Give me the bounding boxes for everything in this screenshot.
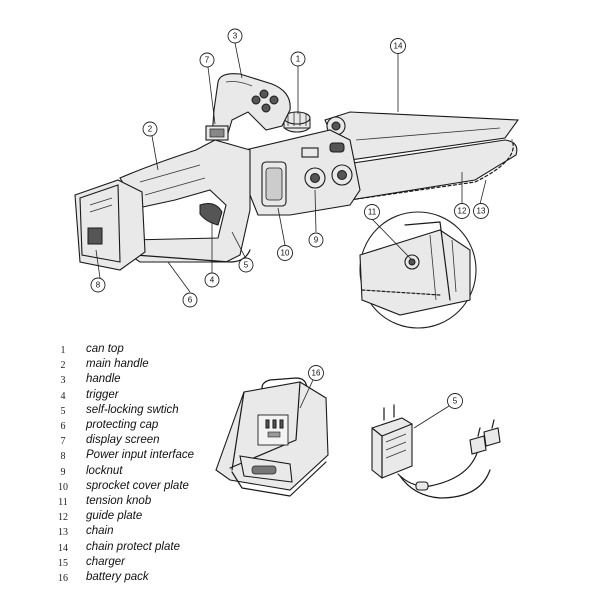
- top-handle: [211, 73, 291, 141]
- legend-label: tension knob: [86, 495, 152, 507]
- legend-number: 8: [60, 451, 66, 463]
- legend-number: 4: [60, 390, 66, 402]
- can-top: [283, 111, 311, 133]
- svg-text:13: 13: [477, 207, 486, 216]
- legend-label: charger: [86, 555, 125, 568]
- svg-text:2: 2: [148, 125, 153, 134]
- callout-3: 3: [227, 28, 243, 44]
- legend-label: trigger: [86, 388, 119, 401]
- legend-number: 11: [58, 497, 68, 508]
- legend-number: 6: [60, 421, 66, 432]
- legend-row: 3 handle: [56, 373, 316, 388]
- legend-label: display screen: [86, 434, 160, 447]
- legend-row: 7 display screen: [56, 434, 316, 449]
- legend-row: 14 chain protect plate: [56, 541, 316, 556]
- legend-label: can top: [86, 343, 124, 355]
- callout-5: 5: [238, 257, 254, 273]
- svg-text:5: 5: [453, 397, 458, 406]
- main-handle: [119, 139, 251, 263]
- legend-row: 11 tension knob: [56, 495, 316, 510]
- svg-text:10: 10: [281, 249, 290, 258]
- svg-text:3: 3: [233, 32, 238, 41]
- leader-lines: [95, 42, 487, 293]
- legend-row: 8 Power input interface: [56, 449, 316, 464]
- legend-row: 4 trigger: [56, 389, 316, 404]
- legend-number: 9: [60, 466, 66, 478]
- legend-number: 16: [58, 573, 68, 584]
- guide-plate: [339, 139, 518, 201]
- legend-number: 5: [60, 405, 66, 417]
- legend-number: 3: [60, 375, 66, 387]
- legend-label: protecting cap: [86, 419, 159, 431]
- svg-text:7: 7: [205, 56, 210, 65]
- legend-number: 15: [58, 557, 68, 569]
- legend-row: 1 can top: [56, 343, 316, 358]
- svg-text:16: 16: [312, 369, 321, 378]
- legend-label: handle: [86, 373, 121, 386]
- legend-number: 7: [60, 436, 66, 448]
- legend-row: 16 battery pack: [56, 571, 316, 586]
- callout-7: 7: [199, 52, 215, 68]
- legend-label: chain protect plate: [86, 540, 180, 553]
- legend-number: 13: [58, 527, 68, 539]
- charger-drawing: [371, 404, 501, 499]
- legend-label: Power input interface: [86, 449, 195, 462]
- svg-text:12: 12: [458, 207, 467, 216]
- legend-row: 10 sprocket cover plate: [56, 480, 316, 495]
- callout-2: 2: [142, 121, 158, 137]
- legend-row: 12 guide plate: [56, 510, 316, 525]
- legend-row: 6 protecting cap: [56, 419, 316, 434]
- legend-row: 2 main handle: [56, 358, 316, 373]
- svg-text:1: 1: [296, 55, 301, 64]
- legend-number: 12: [58, 512, 68, 524]
- detail-magnifier: [359, 211, 477, 329]
- legend-label: main handle: [86, 358, 149, 371]
- callout-14: 14: [390, 38, 406, 54]
- legend-number: 10: [58, 481, 68, 493]
- legend-label: locknut: [86, 464, 123, 477]
- callout-15: 5: [447, 393, 463, 409]
- legend-label: guide plate: [86, 510, 143, 523]
- legend-row: 13 chain: [56, 525, 316, 540]
- battery-pack-drawing: [215, 377, 329, 497]
- legend-row: 9 locknut: [56, 465, 316, 480]
- callout-9: 9: [308, 232, 324, 248]
- legend-label: battery pack: [86, 571, 149, 583]
- svg-text:8: 8: [96, 281, 101, 290]
- callout-8: 8: [90, 277, 106, 293]
- legend-number: 14: [58, 542, 68, 554]
- svg-text:11: 11: [368, 208, 377, 217]
- legend-row: 15 charger: [56, 556, 316, 571]
- body-switch: [301, 147, 319, 158]
- callout-16: 16: [308, 365, 324, 381]
- legend-row: 5 self-locking swtich: [56, 404, 316, 419]
- svg-text:4: 4: [210, 276, 215, 285]
- callout-4: 4: [204, 272, 220, 288]
- saw-battery: [74, 179, 146, 271]
- legend-label: chain: [86, 525, 114, 538]
- chainsaw-drawing: [74, 73, 520, 329]
- svg-text:6: 6: [188, 296, 193, 305]
- callout-12: 12: [454, 203, 470, 219]
- callout-1: 1: [290, 51, 306, 67]
- legend-label: sprocket cover plate: [86, 479, 189, 492]
- locknut: [304, 164, 353, 189]
- svg-text:9: 9: [314, 236, 319, 245]
- legend-number: 2: [60, 360, 66, 372]
- callout-10: 10: [277, 245, 293, 261]
- svg-text:5: 5: [244, 261, 249, 270]
- callout-6: 6: [182, 292, 198, 308]
- svg-text:14: 14: [394, 42, 403, 51]
- callout-11: 11: [364, 204, 380, 220]
- legend-label: self-locking swtich: [86, 403, 179, 416]
- callout-13: 13: [473, 203, 489, 219]
- trigger: [199, 203, 223, 226]
- legend-number: 1: [60, 345, 66, 356]
